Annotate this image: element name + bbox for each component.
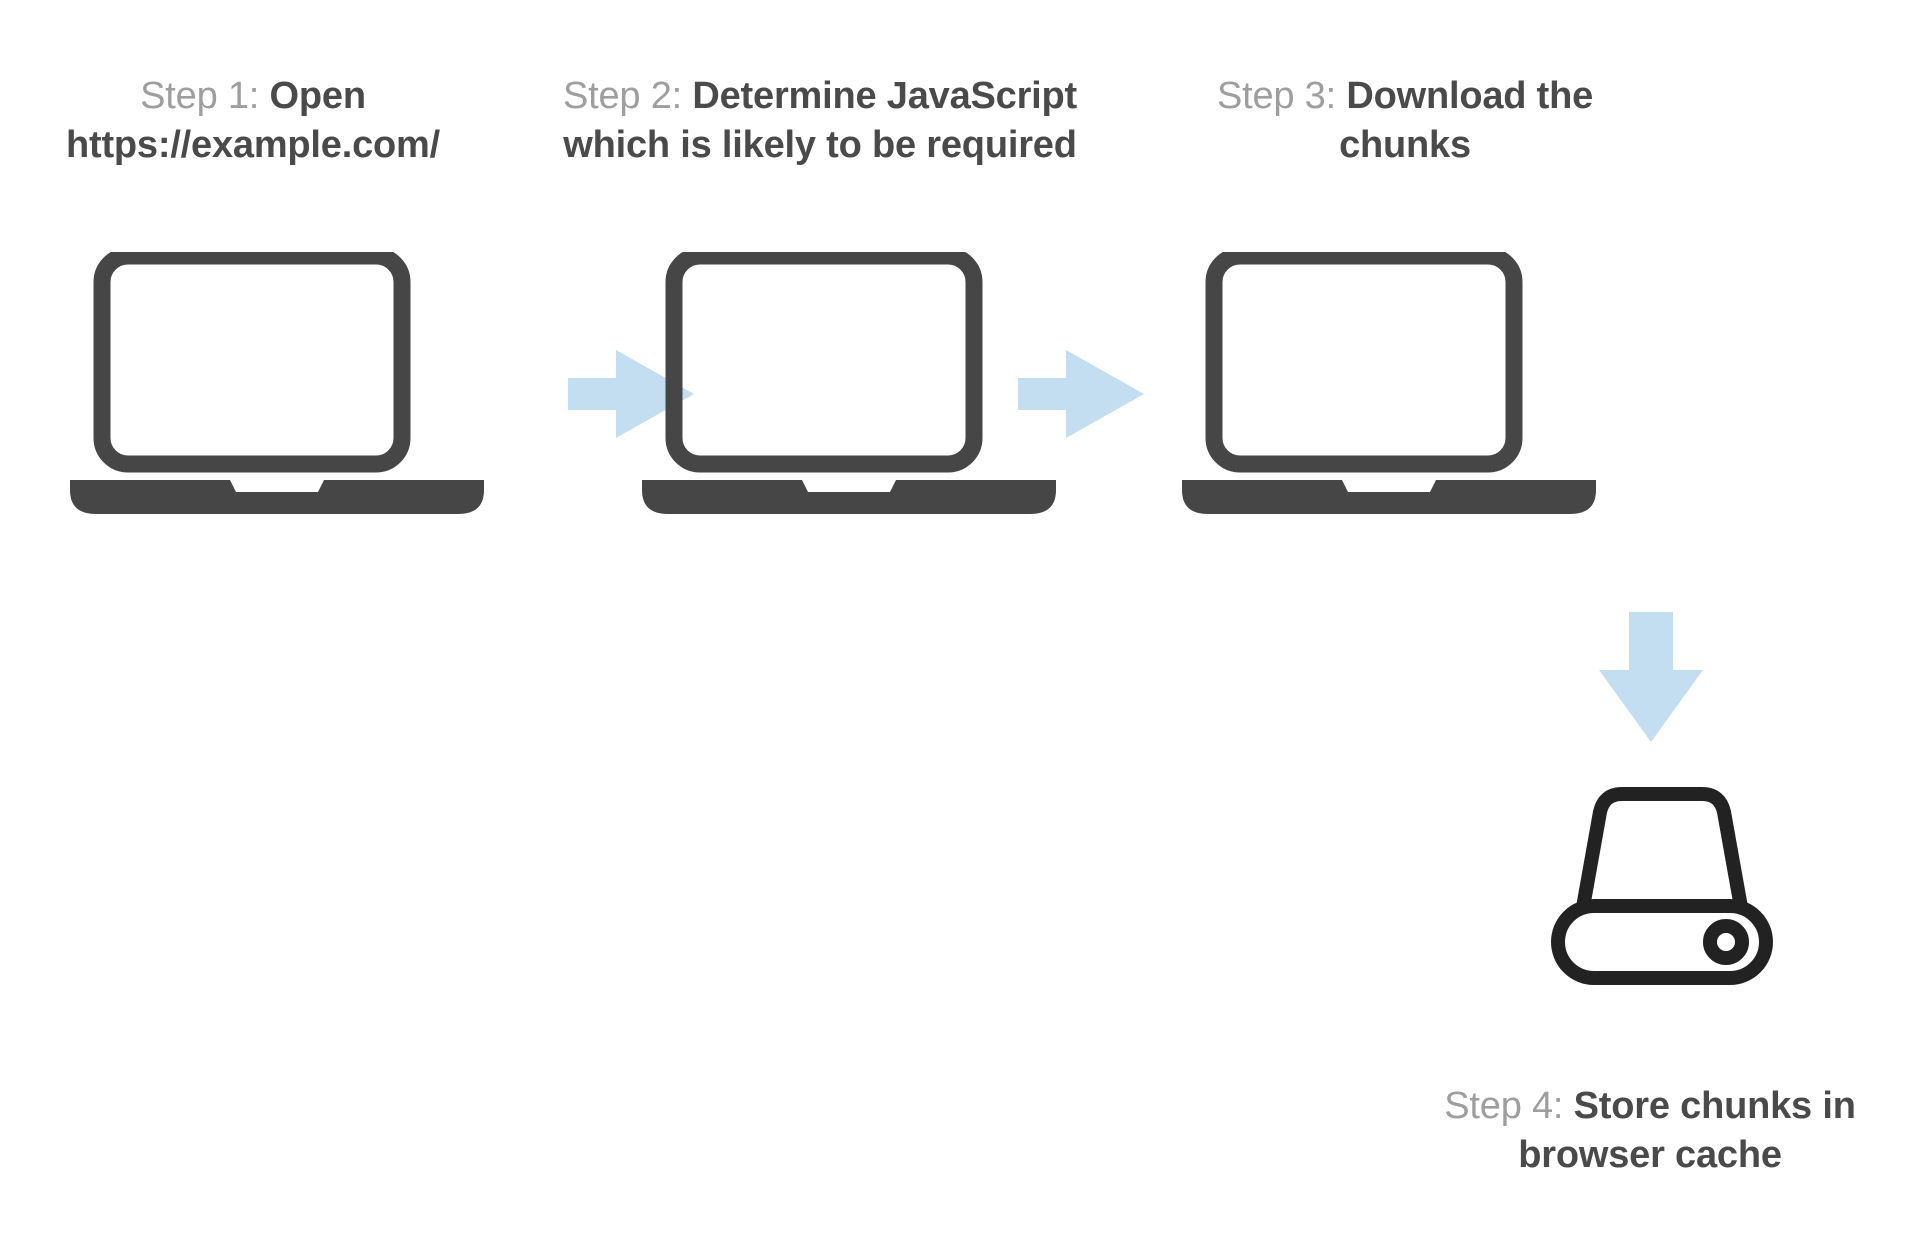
step-4-text: Store chunks in browser cache — [1518, 1085, 1856, 1177]
arrow-down-icon — [1597, 612, 1705, 744]
step-2-caption: Step 2: Determine JavaScript which is li… — [560, 72, 1080, 171]
step-2-label: Step 2: — [562, 75, 693, 117]
step-1-caption: Step 1: Open https://example.com/ — [28, 72, 478, 171]
step-3-label: Step 3: — [1216, 75, 1347, 117]
laptop-icon — [640, 252, 1058, 572]
step-1-label: Step 1: — [140, 75, 270, 117]
step-3-text: Download the chunks — [1339, 75, 1594, 167]
laptop-icon — [1180, 252, 1598, 572]
step-2-text: Determine JavaScript which is likely to … — [563, 75, 1078, 167]
disk-drive-icon — [1542, 786, 1782, 986]
laptop-icon — [68, 252, 486, 572]
step-4-caption: Step 4: Store chunks in browser cache — [1425, 1082, 1875, 1181]
step-1-text: Open https://example.com/ — [66, 75, 440, 167]
step-4-label: Step 4: — [1444, 1085, 1574, 1127]
arrow-right-icon — [568, 348, 696, 440]
step-3-caption: Step 3: Download the chunks — [1180, 72, 1630, 171]
arrow-right-icon — [1018, 348, 1146, 440]
